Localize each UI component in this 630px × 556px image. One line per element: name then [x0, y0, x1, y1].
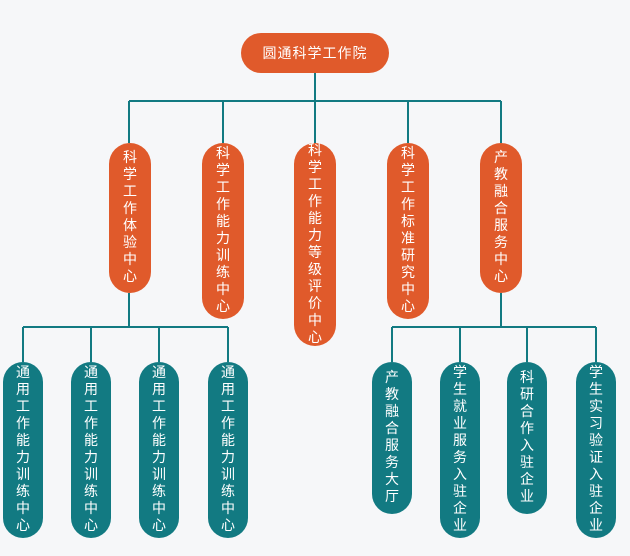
child-label: 科研合作入驻企业	[520, 370, 534, 505]
root-node: 圆通科学工作院	[241, 33, 389, 73]
center-standards: 科学工作标准研究中心	[387, 143, 429, 319]
center-experience: 科学工作体验中心	[109, 143, 151, 293]
child-label: 产教融合服务大厅	[385, 370, 399, 505]
right-child-2: 学生就业服务入驻企业	[440, 362, 480, 538]
child-label: 通用工作能力训练中心	[152, 365, 166, 534]
child-label: 通用工作能力训练中心	[16, 365, 30, 534]
center-label: 科学工作体验中心	[123, 150, 137, 285]
left-child-1: 通用工作能力训练中心	[3, 362, 43, 538]
center-label: 科学工作能力等级评价中心	[308, 142, 322, 346]
right-child-3: 科研合作入驻企业	[507, 362, 547, 514]
child-label: 通用工作能力训练中心	[221, 365, 235, 534]
left-child-4: 通用工作能力训练中心	[208, 362, 248, 538]
center-label: 科学工作能力训练中心	[216, 146, 230, 315]
center-label: 科学工作标准研究中心	[401, 146, 415, 315]
child-label: 学生实习验证入驻企业	[589, 365, 603, 534]
left-child-3: 通用工作能力训练中心	[139, 362, 179, 538]
child-label: 通用工作能力训练中心	[84, 365, 98, 534]
left-child-2: 通用工作能力训练中心	[71, 362, 111, 538]
center-evaluation: 科学工作能力等级评价中心	[294, 143, 336, 346]
center-industry: 产教融合服务中心	[480, 143, 522, 293]
right-child-1: 产教融合服务大厅	[372, 362, 412, 514]
child-label: 学生就业服务入驻企业	[453, 365, 467, 534]
center-label: 产教融合服务中心	[494, 150, 508, 285]
root-label: 圆通科学工作院	[262, 46, 368, 62]
right-child-4: 学生实习验证入驻企业	[576, 362, 616, 538]
center-training: 科学工作能力训练中心	[202, 143, 244, 319]
